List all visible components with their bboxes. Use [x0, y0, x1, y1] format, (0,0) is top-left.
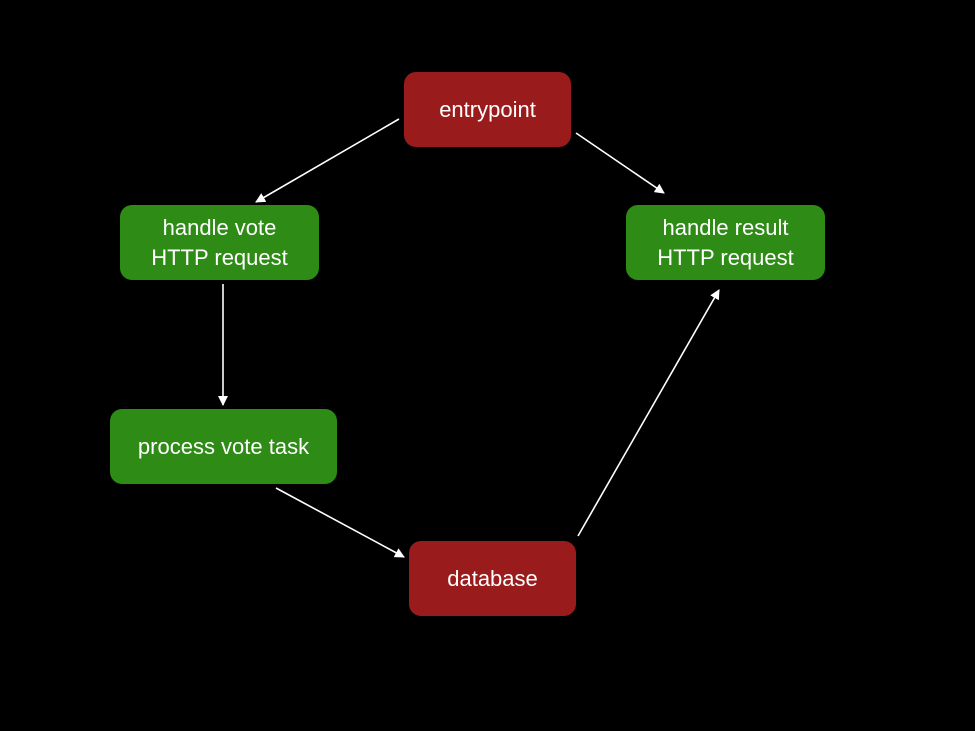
- node-handle-vote: handle vote HTTP request: [120, 205, 319, 280]
- edge-entrypoint-to-handle-vote: [255, 118, 400, 203]
- node-process-vote-label: process vote task: [137, 433, 310, 459]
- node-handle-result: handle result HTTP request: [626, 205, 825, 280]
- node-handle-vote-label-line2: HTTP request: [151, 244, 288, 270]
- edge-entrypoint-to-handle-result: [575, 132, 665, 194]
- node-database-label: database: [447, 565, 538, 591]
- node-database: database: [409, 541, 576, 616]
- edge-database-to-handle-result: [577, 289, 720, 537]
- node-entrypoint: entrypoint: [404, 72, 571, 147]
- node-process-vote: process vote task: [110, 409, 337, 484]
- edge-process-vote-to-database: [275, 487, 405, 558]
- node-handle-result-label-line2: HTTP request: [657, 244, 794, 270]
- node-handle-vote-label-line1: handle vote: [162, 214, 277, 240]
- node-entrypoint-label: entrypoint: [439, 96, 536, 122]
- node-handle-result-label-line1: handle result: [662, 214, 789, 240]
